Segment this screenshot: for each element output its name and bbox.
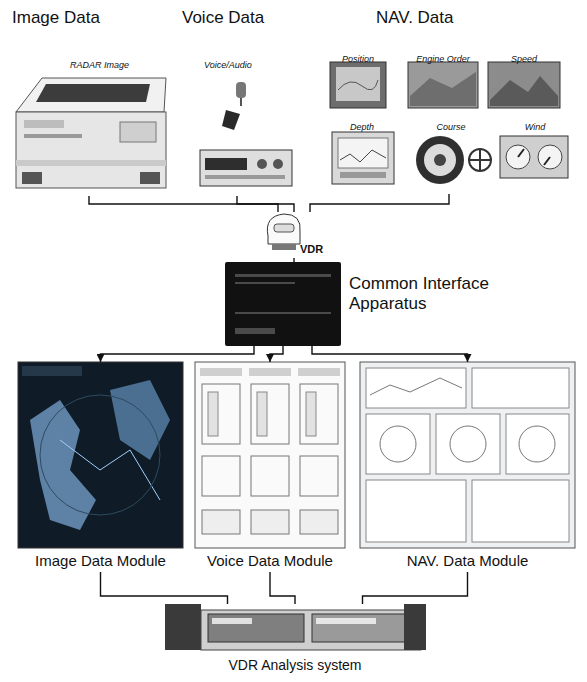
connector-arrow [312, 346, 468, 362]
nav-screen [360, 362, 575, 548]
text-holder: Wind [498, 116, 572, 134]
sensor-icon: Position [326, 48, 390, 112]
text-holder: VDR Analysis system [160, 656, 430, 674]
wind-display [500, 136, 568, 178]
icon-label: RADAR Image [70, 60, 129, 70]
audio-screen [195, 362, 345, 548]
connector-line [101, 572, 228, 604]
text-holder: Position [326, 48, 390, 66]
vdr-capsule [267, 214, 300, 250]
text-holder: VDR [300, 239, 323, 257]
interface-detail [225, 262, 341, 346]
node-title: Common Interface Apparatus [349, 274, 499, 313]
analysis-console [165, 604, 426, 650]
engine-order-display [408, 62, 478, 108]
voice-equipment [200, 82, 292, 186]
text-holder: Image Data Module [18, 552, 183, 570]
sensor-icon: Course [408, 116, 494, 188]
node-title: NAV. Data Module [407, 552, 529, 569]
sensor-icon: Speed [486, 48, 562, 112]
sensor-icon: Wind [498, 116, 572, 188]
sensor-icon: Depth [326, 116, 398, 188]
text-holder: Engine Order [404, 48, 482, 66]
module-screen: Image Data Module [18, 362, 183, 572]
icon-label: Depth [350, 122, 374, 132]
position-display [330, 62, 386, 108]
icon-label: Position [342, 54, 374, 64]
connector-line [237, 196, 294, 212]
text-holder: Speed [486, 48, 562, 66]
text-holder: Image Data [12, 8, 100, 28]
interface-apparatus: Common Interface Apparatus [225, 262, 502, 348]
course-display [416, 136, 491, 184]
text-holder: Voice Data [182, 8, 264, 28]
text-holder: NAV. Data Module [360, 552, 575, 570]
icon-label: Course [436, 122, 465, 132]
speed-display [488, 62, 560, 108]
sensor-icon: Engine Order [404, 48, 482, 112]
node-title: NAV. Data [376, 8, 454, 28]
node-title: Voice Data [182, 8, 264, 28]
interface-box [225, 262, 341, 346]
connector-line [310, 194, 449, 212]
radar-unit [16, 78, 166, 188]
module-screen: Voice Data Module [195, 362, 345, 572]
text-holder: Depth [326, 116, 398, 134]
icon-label: Wind [525, 122, 545, 132]
recorder-unit: VDR [262, 212, 326, 258]
analysis-system: VDR Analysis system [160, 604, 430, 676]
data-group: NAV. DataPosition Engine Order SpeedDepth C… [318, 4, 580, 194]
connector-arrow [270, 346, 283, 362]
icon-label: Engine Order [416, 54, 470, 64]
data-group: Voice DataVoice/Audio [178, 4, 296, 196]
depth-display [332, 132, 394, 184]
text-holder: Common Interface Apparatus [349, 274, 499, 313]
text-holder: NAV. Data [376, 8, 454, 28]
connector-arrow [101, 346, 255, 362]
connector-line [363, 572, 468, 604]
data-group: Image DataRADAR Image [8, 4, 170, 196]
connector-line [270, 572, 295, 604]
text-holder: Voice/Audio [204, 54, 252, 72]
node-title: Image Data Module [35, 552, 166, 569]
text-holder: Voice Data Module [195, 552, 345, 570]
node-title: Voice Data Module [207, 552, 333, 569]
radar-screen [18, 362, 183, 548]
text-holder: Course [408, 116, 494, 134]
node-title: VDR Analysis system [228, 657, 361, 673]
icon-label: Voice/Audio [204, 60, 252, 70]
text-holder: RADAR Image [70, 54, 129, 72]
node-title: VDR [300, 243, 323, 256]
module-screen: NAV. Data Module [360, 362, 575, 572]
node-title: Image Data [12, 8, 100, 28]
icon-label: Speed [511, 54, 537, 64]
